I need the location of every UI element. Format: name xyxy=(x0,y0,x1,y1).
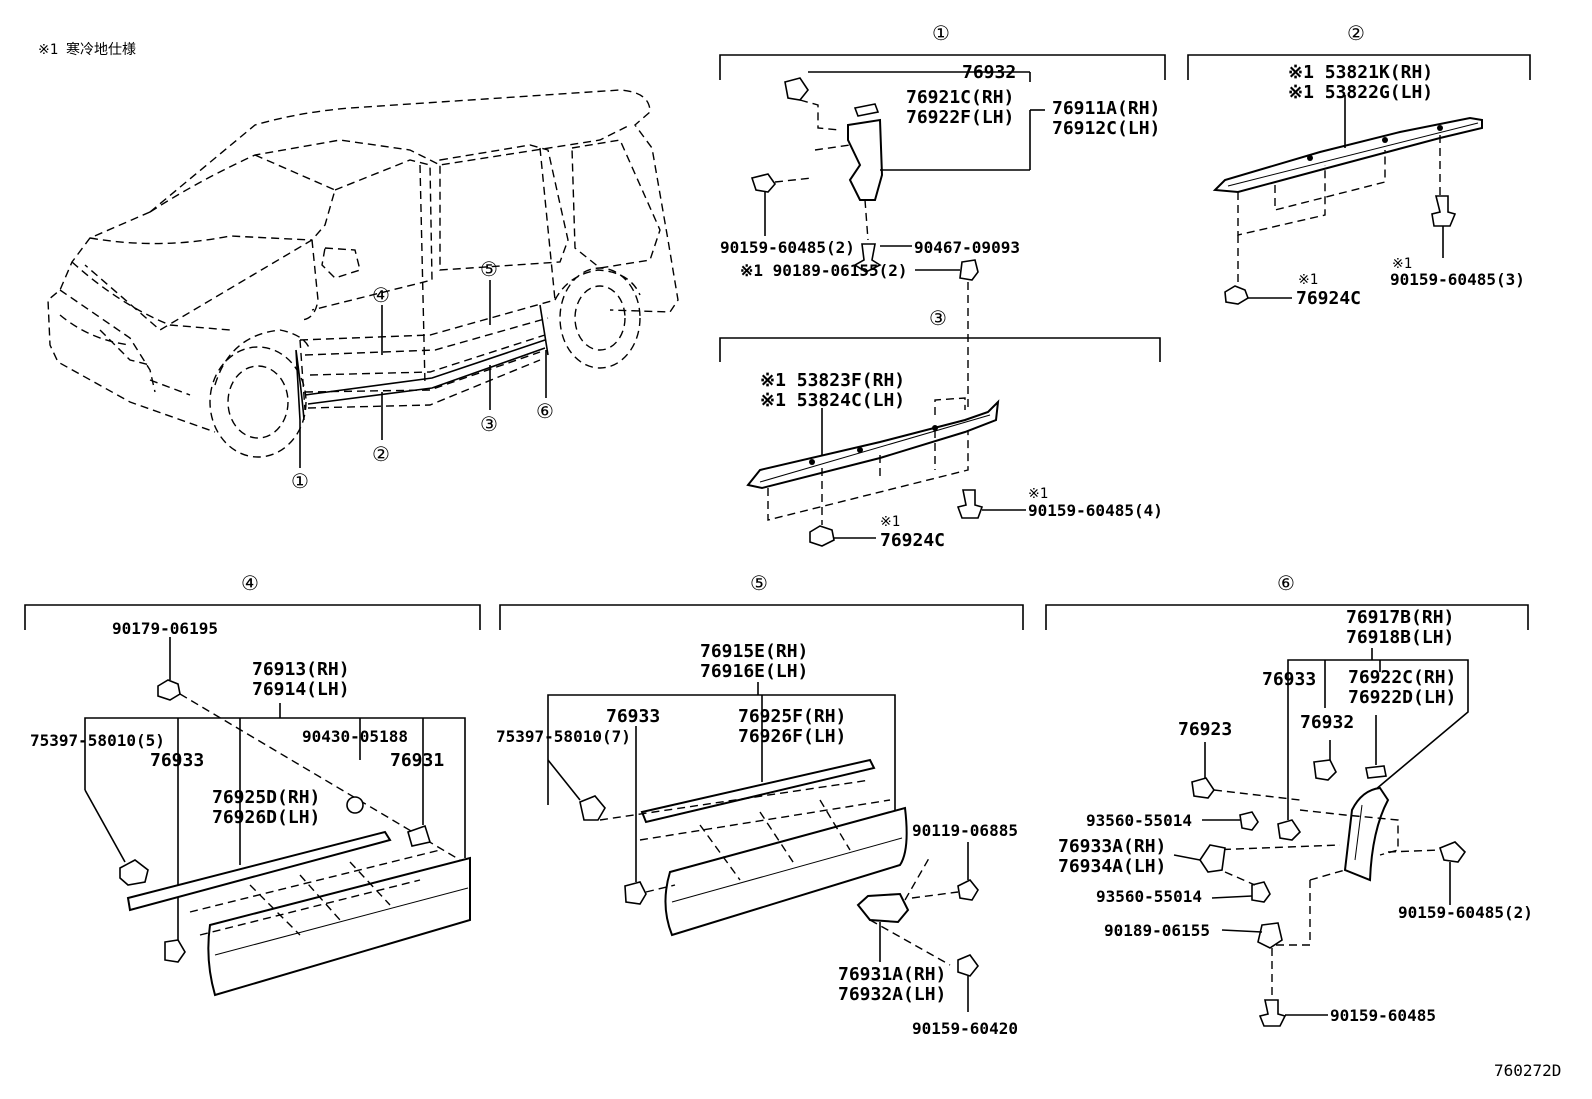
s6-label-g: 76932 xyxy=(1300,712,1354,733)
section-3: ③ xyxy=(719,259,1161,547)
callout-6: ⑥ xyxy=(536,399,554,423)
s2-label-e: ※1 xyxy=(1392,256,1412,272)
section-2-number: ② xyxy=(1347,21,1365,45)
s3-label-f: ※1 xyxy=(880,514,900,530)
s4-label-g: 76931 xyxy=(390,750,444,771)
s3-label-d: ※1 xyxy=(1028,486,1048,502)
s1-label-b: 76921C(RH) xyxy=(906,87,1014,108)
s4-label-c: 76914(LH) xyxy=(252,679,350,700)
section-2: ② xyxy=(1187,21,1531,305)
s3-label-g: 76924C xyxy=(880,530,945,551)
s6-label-h: 93560-55014 xyxy=(1086,811,1192,830)
s2-label-b: ※1 53822G(LH) xyxy=(1288,82,1433,103)
s5-label-e: 76926F(LH) xyxy=(738,726,846,747)
s6-label-j: 76934A(LH) xyxy=(1058,856,1166,877)
s6-label-n: 90159-60485 xyxy=(1330,1006,1436,1025)
s4-label-f: 90430-05188 xyxy=(302,727,408,746)
callout-2: ② xyxy=(372,442,390,466)
s4-label-e: 76933 xyxy=(150,750,204,771)
spec-note-mark: ※1 xyxy=(38,42,58,58)
s4-label-i: 76926D(LH) xyxy=(212,807,320,828)
s1-label-a: 76932 xyxy=(962,62,1016,83)
section-6-number: ⑥ xyxy=(1277,571,1295,595)
section-4: ④ xyxy=(24,571,481,997)
section-4-number: ④ xyxy=(241,571,259,595)
diagram-code: 760272D xyxy=(1494,1061,1561,1080)
s2-label-d: 76924C xyxy=(1296,288,1361,309)
s1-label-g: 90467-09093 xyxy=(914,238,1020,257)
section-1-number: ① xyxy=(932,21,950,45)
s1-label-d: 76911A(RH) xyxy=(1052,98,1160,119)
s5-label-d: 76925F(RH) xyxy=(738,706,846,727)
section-5: ⑤ xyxy=(499,571,1024,1012)
s5-label-b: 76916E(LH) xyxy=(700,661,808,682)
s6-label-l: 90159-60485(2) xyxy=(1398,903,1533,922)
s6-label-k: 93560-55014 xyxy=(1096,887,1202,906)
vehicle-illustration xyxy=(47,89,679,468)
s2-label-c: ※1 xyxy=(1298,272,1318,288)
s1-label-c: 76922F(LH) xyxy=(906,107,1014,128)
s5-label-f: 75397-58010(7) xyxy=(496,727,631,746)
s5-label-j: 90159-60420 xyxy=(912,1019,1018,1038)
s1-label-f: 90159-60485(2) xyxy=(720,238,855,257)
s5-label-h: 76931A(RH) xyxy=(838,964,946,985)
s1-label-e: 76912C(LH) xyxy=(1052,118,1160,139)
s5-label-c: 76933 xyxy=(606,706,660,727)
s6-label-m: 90189-06155 xyxy=(1104,921,1210,940)
s3-label-e: 90159-60485(4) xyxy=(1028,501,1163,520)
s6-label-a: 76917B(RH) xyxy=(1346,607,1454,628)
s6-label-e: 76922D(LH) xyxy=(1348,687,1456,708)
s5-label-a: 76915E(RH) xyxy=(700,641,808,662)
s3-label-b: ※1 53823F(RH) xyxy=(760,370,905,391)
s6-label-d: 76922C(RH) xyxy=(1348,667,1456,688)
s5-label-i: 76932A(LH) xyxy=(838,984,946,1005)
s2-label-f: 90159-60485(3) xyxy=(1390,270,1525,289)
s4-label-a: 90179-06195 xyxy=(112,619,218,638)
callout-4: ④ xyxy=(372,283,390,307)
callout-1: ① xyxy=(291,469,309,493)
section-6: ⑥ xyxy=(1045,571,1529,1027)
s4-label-h: 76925D(RH) xyxy=(212,787,320,808)
section-3-number: ③ xyxy=(929,306,947,330)
s6-label-f: 76923 xyxy=(1178,719,1232,740)
s6-label-b: 76918B(LH) xyxy=(1346,627,1454,648)
callout-5: ⑤ xyxy=(480,257,498,281)
spec-note-text: 寒冷地仕様 xyxy=(66,41,136,58)
s2-label-a: ※1 53821K(RH) xyxy=(1288,62,1433,83)
s5-label-g: 90119-06885 xyxy=(912,821,1018,840)
s4-label-d: 75397-58010(5) xyxy=(30,731,165,750)
section-1: ① xyxy=(719,21,1166,273)
callout-3: ③ xyxy=(480,412,498,436)
s6-label-c: 76933 xyxy=(1262,669,1316,690)
s6-label-i: 76933A(RH) xyxy=(1058,836,1166,857)
section-5-number: ⑤ xyxy=(750,571,768,595)
s3-label-a: ※1 90189-06155(2) xyxy=(740,261,908,280)
s3-label-c: ※1 53824C(LH) xyxy=(760,390,905,411)
s4-label-b: 76913(RH) xyxy=(252,659,350,680)
